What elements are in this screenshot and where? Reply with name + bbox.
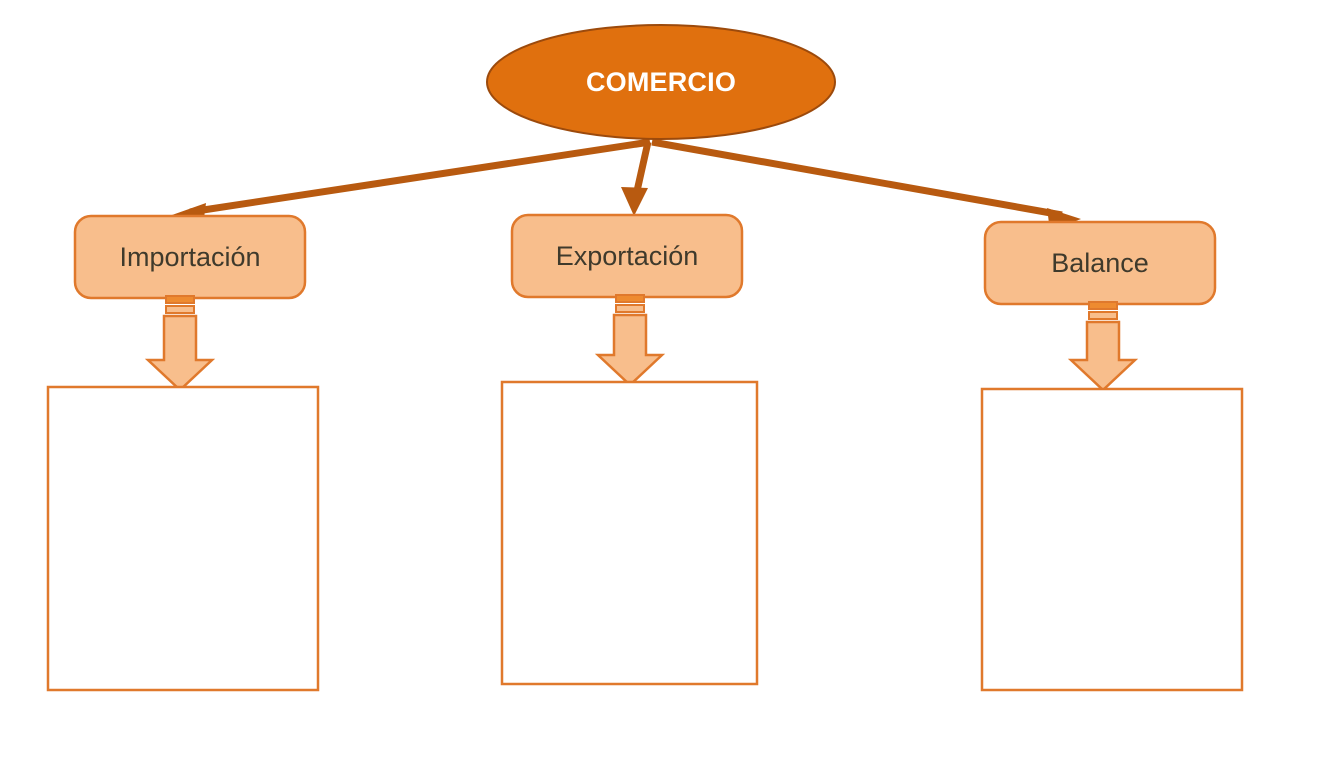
branch-node-exportacion[interactable] [510, 213, 744, 299]
striped-down-arrow-exportacion [594, 294, 666, 387]
connector-arrow-importacion [172, 138, 651, 226]
content-box-balance[interactable] [980, 387, 1244, 692]
content-box-exportacion[interactable] [500, 380, 759, 686]
connector-arrow-exportacion [621, 141, 652, 216]
branch-node-balance[interactable] [983, 220, 1217, 306]
striped-down-arrow-balance [1067, 301, 1139, 392]
root-node-ellipse[interactable] [486, 24, 836, 140]
striped-down-arrow-importacion [144, 295, 216, 392]
branch-node-importacion[interactable] [73, 214, 307, 300]
content-box-importacion[interactable] [46, 385, 320, 692]
